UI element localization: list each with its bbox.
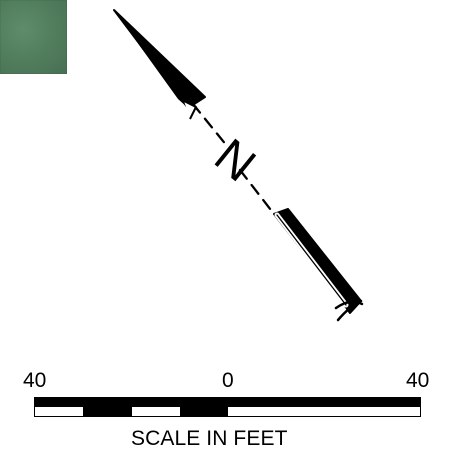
scale-label-left: 40 (23, 369, 47, 392)
north-label: N (205, 129, 265, 192)
scale-caption: SCALE IN FEET (131, 427, 288, 450)
scale-bar (34, 397, 421, 417)
map-imagery-tile[interactable] (0, 0, 67, 74)
north-arrow-icon: N (113, 9, 364, 322)
scale-label-center: 0 (222, 369, 234, 392)
scale-label-right: 40 (406, 369, 430, 392)
